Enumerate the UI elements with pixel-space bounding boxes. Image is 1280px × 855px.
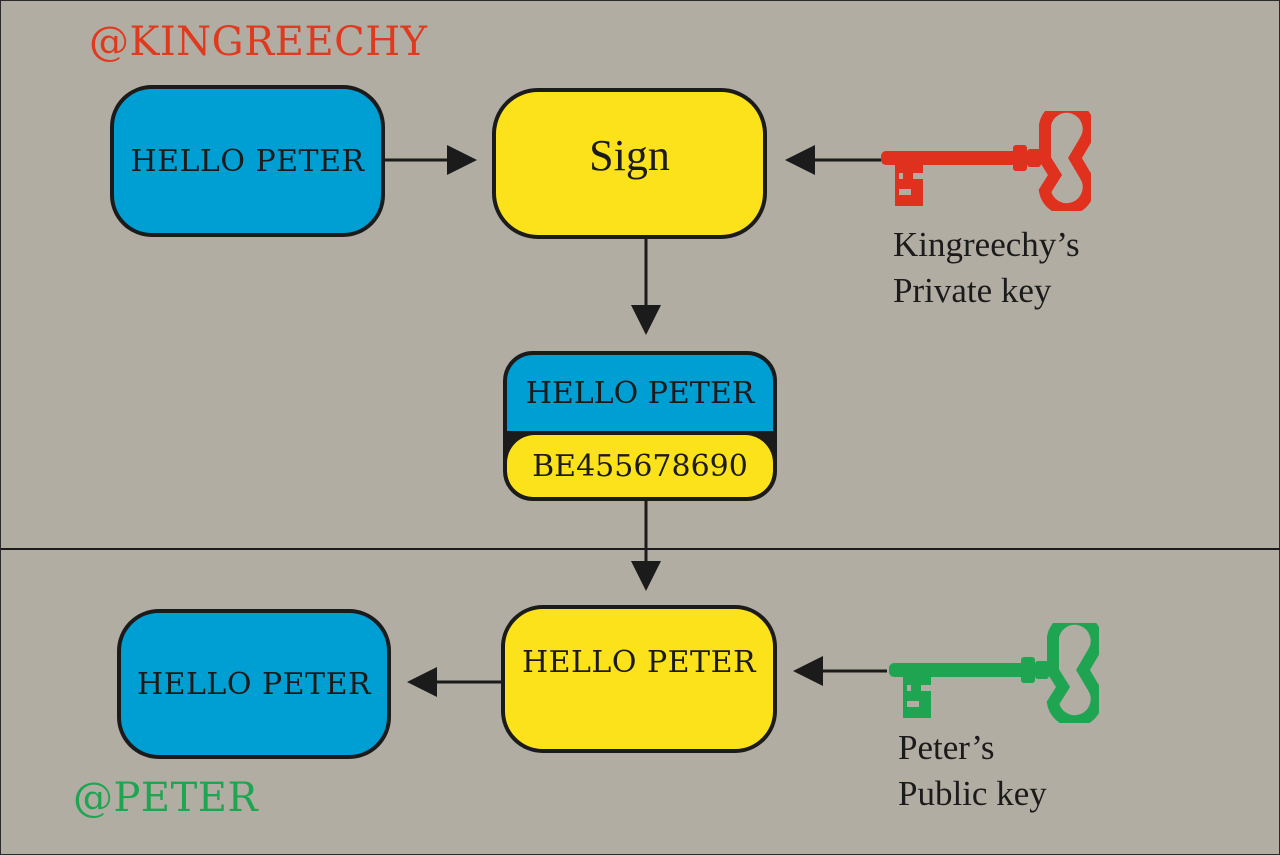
signature-text: BE455678690 (507, 435, 773, 497)
private-key-caption-line2: Private key (893, 271, 1052, 310)
original-message-label: HELLO PETER (130, 143, 365, 179)
public-key-caption-line2: Public key (898, 774, 1047, 813)
sign-box: Sign (492, 88, 767, 239)
result-message-label: HELLO PETER (136, 666, 372, 702)
verify-box: HELLO PETER (501, 605, 777, 753)
sign-label: Sign (589, 131, 670, 180)
signed-message-text: HELLO PETER (507, 355, 773, 431)
public-key-caption-line1: Peter’s (898, 728, 995, 767)
sender-handle: @KINGREECHY (89, 19, 428, 65)
section-divider (1, 548, 1280, 550)
verify-label: HELLO PETER (521, 645, 757, 680)
signed-message-box: HELLO PETER BE455678690 (503, 351, 777, 501)
receiver-handle: @PETER (73, 775, 259, 821)
result-message-box: HELLO PETER (117, 609, 391, 759)
private-key-caption-line1: Kingreechy’s (893, 225, 1080, 264)
public-key-icon (889, 623, 1099, 723)
private-key-icon (881, 111, 1091, 211)
original-message-box: HELLO PETER (110, 85, 385, 237)
